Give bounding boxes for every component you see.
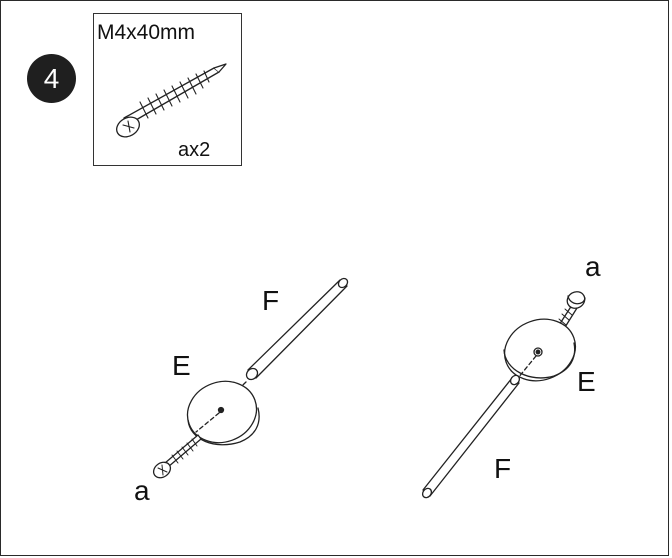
dowel-F-left — [245, 277, 349, 381]
screw-quantity: ax2 — [178, 139, 211, 161]
label-E-left: E — [172, 350, 191, 381]
cam-disc-E-right — [503, 318, 577, 382]
label-F-left: F — [262, 285, 280, 316]
parts-box: M4x40mm ax2 — [93, 13, 242, 166]
label-F-right: F — [494, 453, 512, 484]
step-number: 4 — [43, 62, 60, 94]
screw-spec: M4x40mm — [97, 21, 196, 44]
label-a-left: a — [134, 475, 150, 506]
dowel-F-right — [421, 374, 521, 499]
label-a-right: a — [585, 251, 601, 282]
screw-icon — [116, 63, 227, 138]
cam-disc-E-left — [186, 380, 260, 446]
screw-a-right — [551, 291, 586, 341]
step-number-badge: 4 — [27, 54, 76, 103]
label-E-right: E — [577, 366, 596, 397]
screw-a-left — [152, 434, 202, 479]
